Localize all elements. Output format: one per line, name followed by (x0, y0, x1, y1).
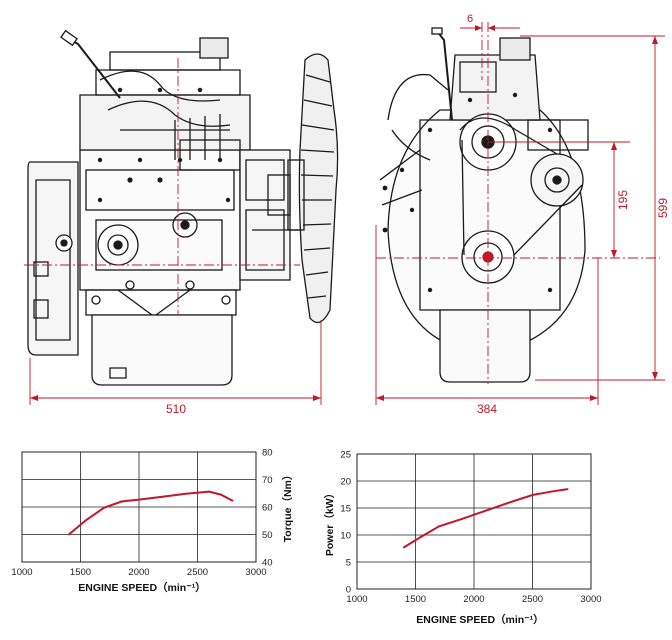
torque-x-axis-label: ENGINE SPEED（min⁻¹） (78, 581, 205, 594)
power-y-tick-label: 20 (340, 477, 351, 488)
power-x-tick-label: 2000 (463, 594, 484, 605)
torque-y-axis-label: Torque（Nm） (281, 470, 294, 543)
torque-data-point (208, 490, 211, 493)
torque-data-point (161, 495, 164, 498)
torque-x-tick-label: 1500 (70, 567, 91, 578)
engine-front-view (379, 27, 589, 383)
torque-x-tick-label: 2000 (128, 567, 149, 578)
dim-left-width: 510 (166, 402, 186, 416)
torque-y-tick-label: 40 (262, 558, 273, 569)
dimension-lines (24, 22, 665, 405)
power-y-tick-label: 15 (340, 504, 351, 515)
torque-data-point (85, 519, 88, 521)
power-data-point (508, 501, 510, 504)
power-y-tick-label: 0 (346, 585, 351, 596)
torque-grid (21, 451, 257, 563)
power-x-tick-label: 2500 (522, 594, 543, 605)
power-data-point (549, 490, 551, 493)
power-x-axis-label: ENGINE SPEED（min⁻¹） (416, 613, 543, 626)
dim-top-offset: 6 (467, 13, 473, 25)
torque-curve (68, 490, 234, 536)
torque-data-point (231, 499, 234, 502)
power-data-point (461, 517, 464, 520)
torque-data-point (120, 500, 123, 503)
power-grid (356, 453, 592, 590)
torque-data-point (103, 506, 105, 509)
power-y-axis-label: Power（kW） (323, 488, 336, 556)
power-curve (403, 488, 568, 549)
torque-y-tick-label: 50 (262, 530, 273, 541)
power-data-point (484, 509, 487, 512)
torque-y-tick-label: 80 (262, 448, 273, 459)
power-data-point (438, 525, 440, 528)
power-y-tick-label: 25 (340, 450, 351, 461)
power-y-tick-label: 5 (346, 558, 351, 569)
power-data-point (402, 546, 405, 549)
power-data-point (420, 535, 423, 538)
power-x-tick-label: 1000 (346, 594, 367, 605)
torque-y-tick-label: 70 (262, 475, 273, 486)
torque-chart: 1000 1500 2000 2500 3000 40 50 60 70 80 ENGINE S… (11, 448, 294, 595)
power-x-tick-label: 1500 (405, 594, 426, 605)
power-x-tick-label: 3000 (580, 594, 601, 605)
power-chart: 1000 1500 2000 2500 3000 0 5 10 15 20 25 ENGINE S… (323, 450, 602, 627)
power-data-point (566, 488, 569, 490)
dim-right-width: 384 (477, 402, 497, 416)
torque-y-tick-label: 60 (262, 503, 273, 514)
torque-data-point (67, 533, 70, 536)
torque-x-tick-label: 2500 (187, 567, 208, 578)
torque-data-point (138, 498, 140, 501)
dim-shaft-offset: 195 (616, 190, 630, 210)
dim-height: 599 (656, 198, 670, 218)
power-y-tick-label: 10 (340, 531, 351, 542)
torque-x-tick-label: 3000 (245, 567, 266, 578)
torque-x-tick-label: 1000 (11, 567, 32, 578)
torque-data-point (220, 493, 222, 496)
power-data-point (531, 494, 534, 496)
torque-data-point (184, 492, 187, 495)
engine-side-view (27, 29, 339, 386)
